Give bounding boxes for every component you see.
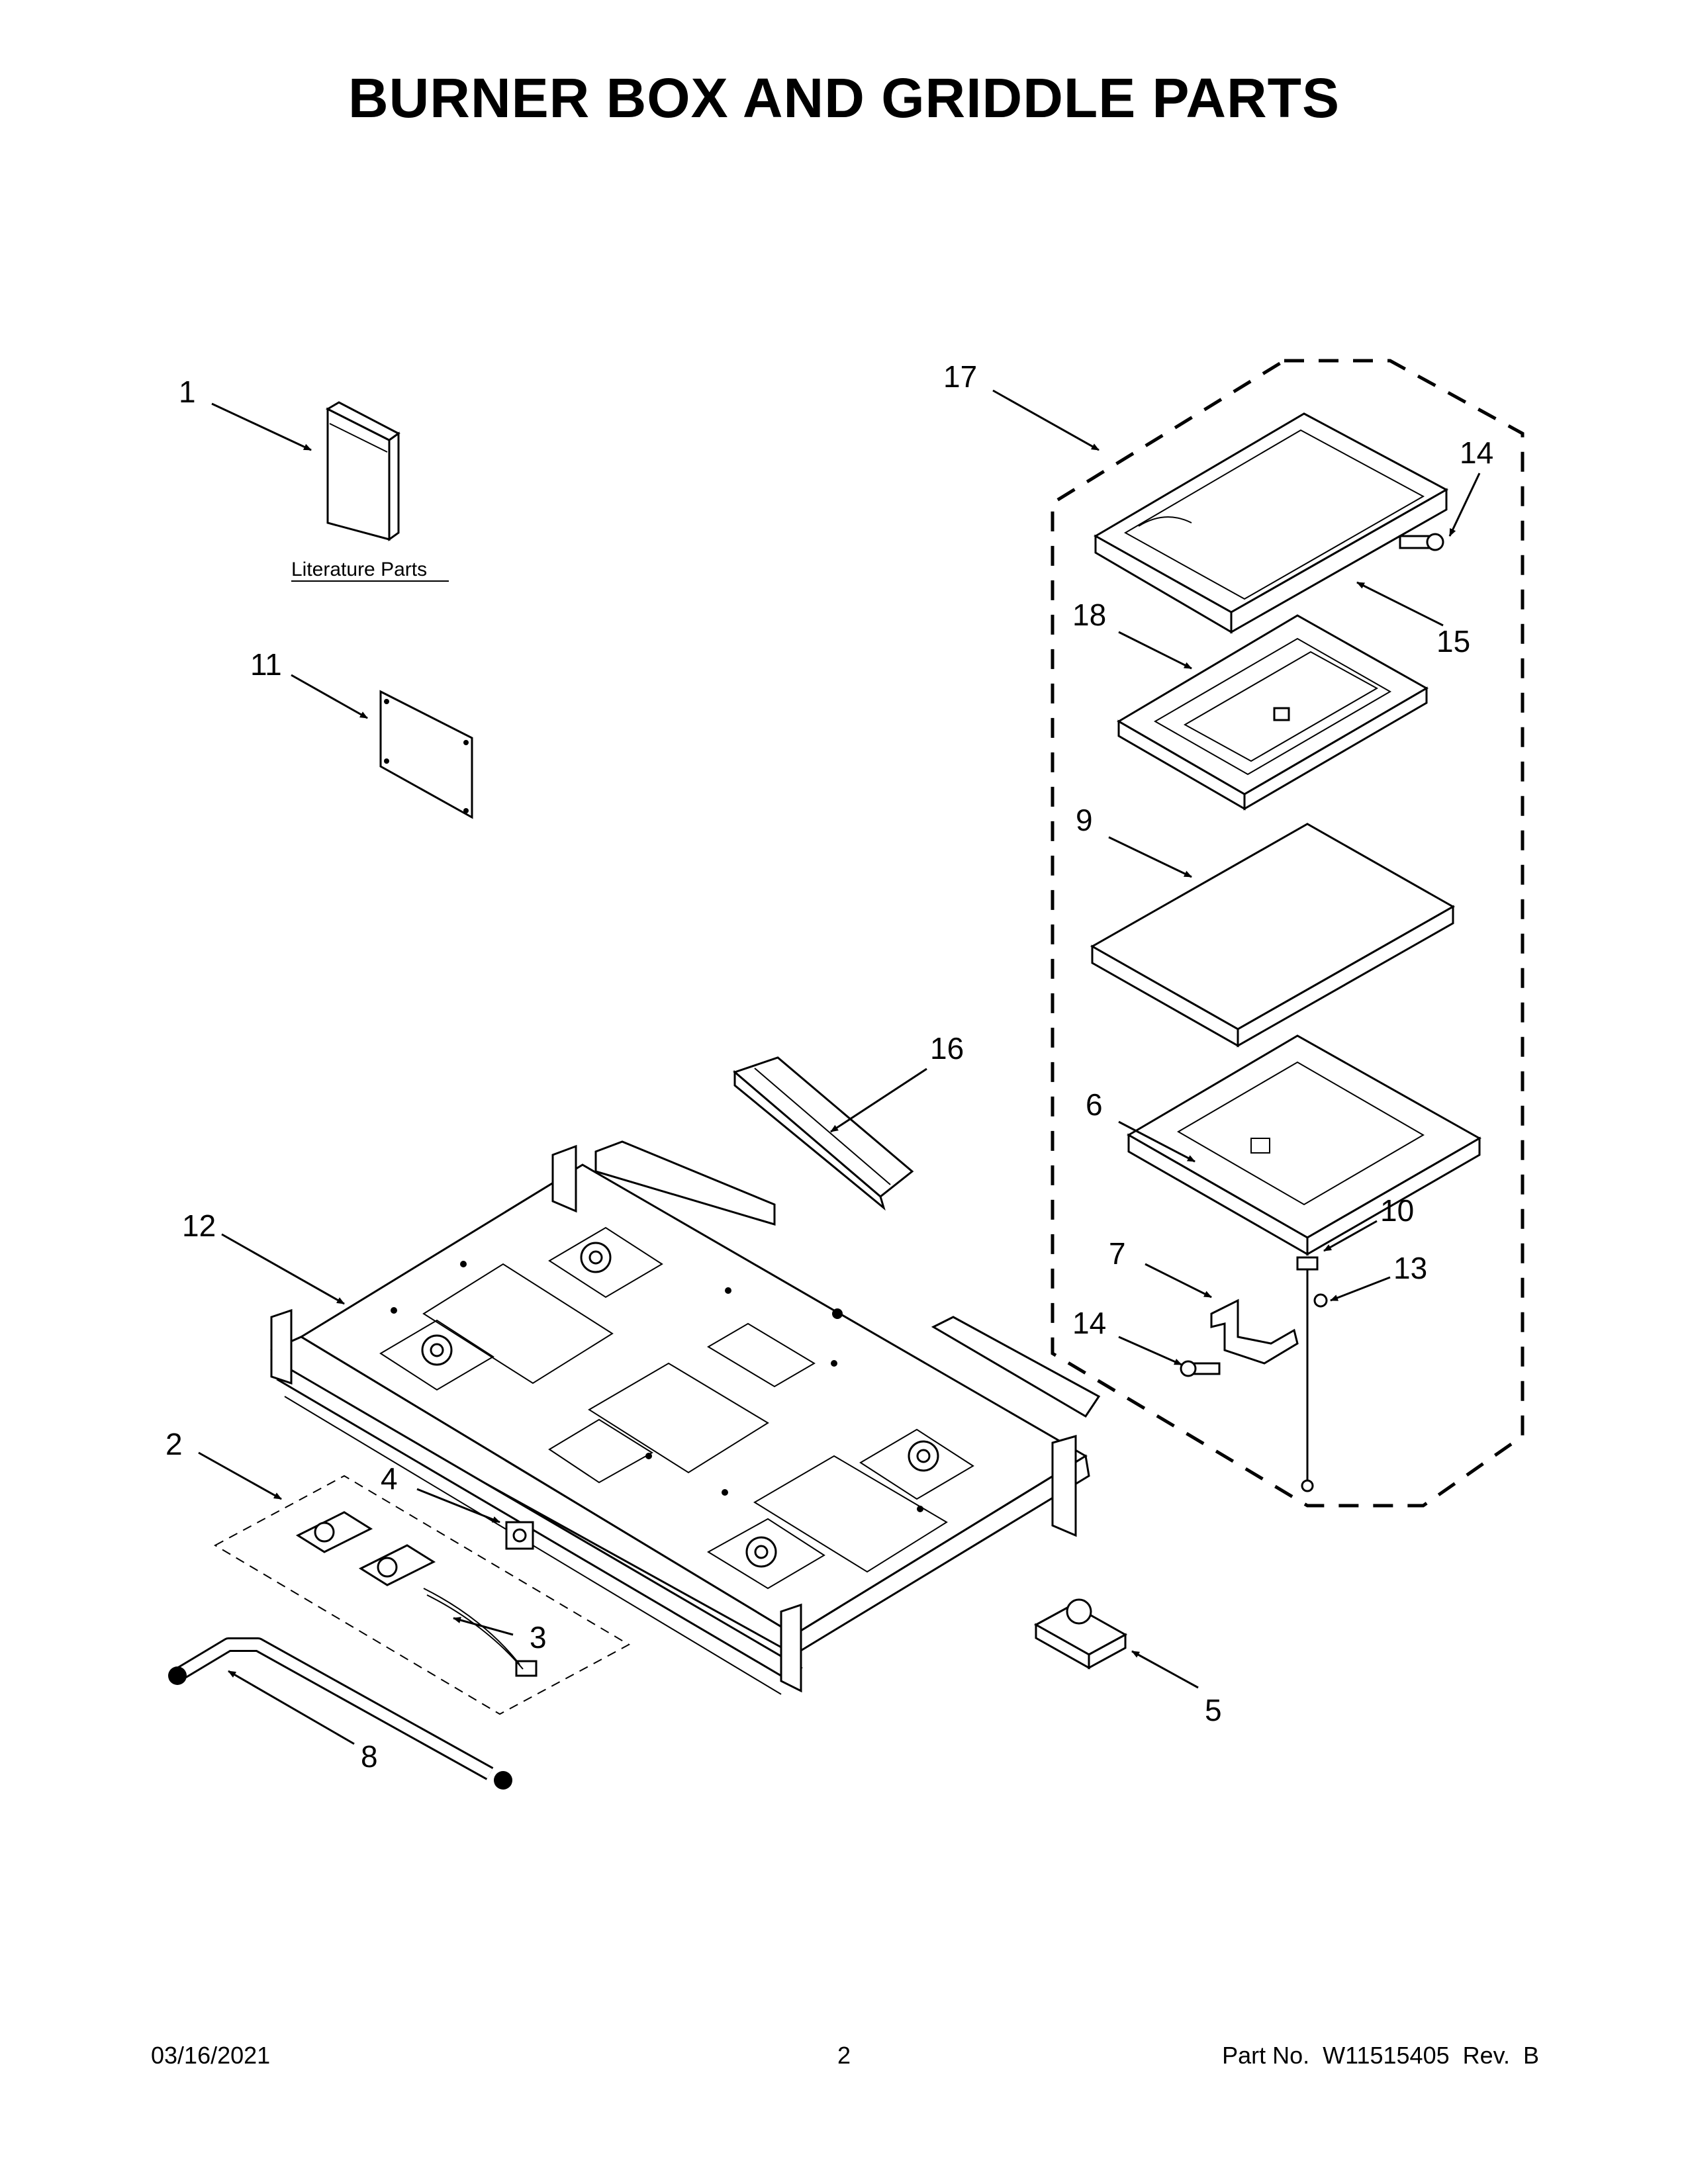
callout-3: 3 xyxy=(530,1620,547,1655)
callout-10: 10 xyxy=(1380,1193,1414,1228)
page-title: BURNER BOX AND GRIDDLE PARTS xyxy=(348,67,1340,129)
part-12-burner-box xyxy=(270,1140,1101,1695)
callout-16: 16 xyxy=(930,1031,964,1066)
callout-15: 15 xyxy=(1436,624,1470,659)
literature-parts-label: Literature Parts xyxy=(291,559,427,580)
callout-13: 13 xyxy=(1393,1251,1427,1285)
callout-12: 12 xyxy=(182,1208,216,1243)
callout-11: 11 xyxy=(250,647,282,682)
callout-6: 6 xyxy=(1086,1087,1103,1122)
callout-14-bottom: 14 xyxy=(1072,1306,1106,1340)
callout-18: 18 xyxy=(1072,598,1106,632)
part-8-gas-tube xyxy=(168,1637,512,1790)
part-16-drip-tray xyxy=(733,1056,914,1211)
callout-4: 4 xyxy=(381,1461,398,1496)
callout-2: 2 xyxy=(165,1427,183,1461)
callout-7: 7 xyxy=(1109,1236,1126,1271)
footer-date: 03/16/2021 xyxy=(151,2042,271,2069)
callout-17: 17 xyxy=(943,359,977,394)
part-5-spark-module xyxy=(1033,1598,1128,1670)
callout-8: 8 xyxy=(361,1739,378,1774)
part-17-griddle-assembly xyxy=(1051,359,1524,1508)
callout-5: 5 xyxy=(1205,1693,1222,1727)
callout-leaders xyxy=(198,389,1481,1745)
literature-parts-booklet xyxy=(325,401,400,541)
callout-9: 9 xyxy=(1076,803,1093,837)
part-2-manifold-group xyxy=(213,1475,631,1715)
callout-1: 1 xyxy=(179,375,196,409)
footer-page-number: 2 xyxy=(837,2042,851,2069)
footer-part-number: Part No. W11515405 Rev. B xyxy=(1222,2042,1539,2069)
callout-14-top: 14 xyxy=(1460,435,1493,470)
part-11-panel xyxy=(379,690,473,819)
